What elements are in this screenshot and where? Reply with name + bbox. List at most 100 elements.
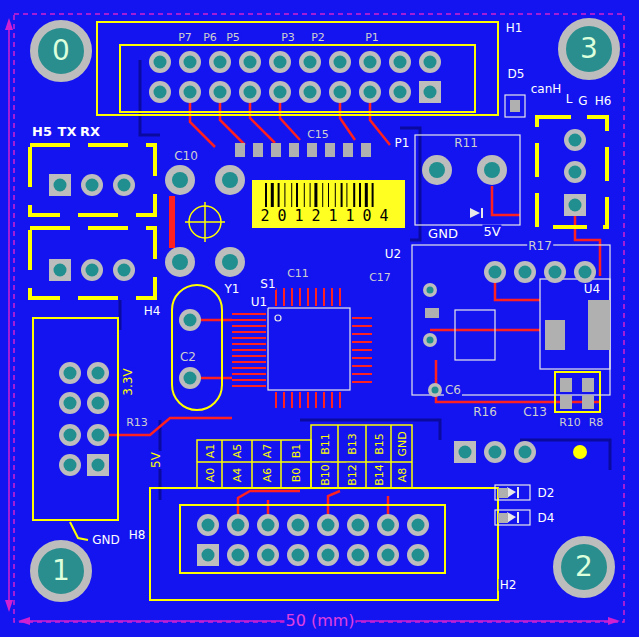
silkscreen-label: RX	[79, 125, 101, 138]
through-hole-pads	[87, 392, 109, 414]
barcode-bar	[291, 183, 292, 207]
smd-pads	[325, 143, 335, 157]
dimension-arrows	[608, 617, 620, 625]
through-hole-pads	[544, 261, 566, 283]
silkscreen-label: H6	[594, 95, 613, 107]
through-hole-pads	[209, 81, 231, 103]
silkscreen-label: U1	[250, 296, 268, 308]
through-hole-pads	[329, 51, 351, 73]
silkscreen-label: R13	[125, 417, 149, 428]
pin-label: A6	[261, 467, 272, 484]
through-hole-pads	[49, 259, 71, 281]
pin-label: A7	[261, 443, 272, 460]
pin-label: 5V	[150, 451, 162, 469]
silkscreen-label: U4	[583, 283, 601, 295]
through-hole-pads	[514, 261, 536, 283]
barcode-bar	[314, 183, 317, 207]
copper-pad	[545, 320, 565, 350]
hole-number: 1	[52, 557, 70, 585]
top-traces	[267, 500, 270, 514]
component-outline	[540, 279, 610, 369]
through-hole-pads	[215, 165, 245, 195]
through-hole-pads	[407, 514, 429, 536]
silkscreen-label: D4	[537, 512, 556, 524]
smd-pads	[271, 143, 281, 157]
top-traces	[232, 314, 266, 386]
through-hole-pads	[389, 81, 411, 103]
silkscreen-outline	[30, 145, 155, 215]
silkscreen-label: C15	[306, 129, 330, 140]
smd-pads	[361, 143, 371, 157]
silkscreen-outline	[537, 117, 607, 227]
serial-number: 20121104	[258, 207, 399, 225]
through-hole-pads	[477, 155, 507, 185]
silkscreen-outline	[120, 45, 475, 112]
pin-one-dot	[573, 445, 587, 459]
top-traces	[201, 377, 232, 380]
through-hole-pads	[514, 441, 536, 463]
pin-label: B12	[347, 463, 358, 487]
silkscreen-label: H1	[505, 22, 524, 34]
dimension-arrows	[5, 600, 13, 612]
copper-pad	[560, 395, 572, 409]
hole-number: 3	[580, 35, 598, 63]
barcode-bar	[340, 183, 342, 207]
silkscreen-label: C10	[173, 150, 199, 162]
pin-label: A0	[204, 467, 215, 484]
through-hole-pads	[423, 333, 437, 347]
silkscreen-label: C17	[368, 272, 392, 283]
dimension-arrows	[18, 617, 30, 625]
silkscreen-label: H8	[128, 529, 147, 541]
through-hole-pads	[59, 362, 81, 384]
component-outline	[412, 245, 610, 395]
through-hole-pads	[179, 51, 201, 73]
diode-symbol	[517, 487, 519, 498]
through-hole-pads	[287, 544, 309, 566]
component-outline	[505, 95, 525, 117]
component-outline	[455, 310, 495, 360]
copper-pad	[588, 300, 610, 350]
silkscreen-label: canH	[530, 83, 563, 95]
top-traces	[109, 92, 600, 514]
silkscreen-label: 5V	[482, 225, 501, 238]
smd-pads	[343, 143, 353, 157]
through-hole-pads	[359, 81, 381, 103]
silkscreen-label: C11	[286, 268, 310, 279]
copper-pad	[582, 395, 594, 409]
mounting-hole: 3	[558, 18, 620, 80]
top-traces	[238, 491, 300, 514]
pin-label: B0	[291, 467, 302, 484]
through-hole-pads	[422, 155, 452, 185]
silkscreen-label: L	[565, 93, 574, 105]
silkscreen-label: C6	[444, 384, 462, 396]
silkscreen-outline	[311, 425, 412, 488]
silkscreen-outline	[197, 440, 311, 488]
through-hole-pads	[59, 424, 81, 446]
mounting-hole: 1	[30, 540, 92, 602]
through-hole-pads	[227, 544, 249, 566]
barcode-bar	[303, 183, 304, 207]
silkscreen-label: 50 (mm)	[284, 613, 355, 629]
silkscreen-label: D5	[507, 68, 526, 80]
barcode-bar	[346, 183, 347, 207]
silkscreen-label: P1	[394, 137, 411, 149]
pin-label: A5	[232, 443, 243, 460]
silkscreen-label: U2	[384, 248, 402, 260]
through-hole-pads	[419, 81, 441, 103]
through-hole-pads	[317, 544, 339, 566]
through-hole-pads	[299, 51, 321, 73]
smd-pads	[235, 143, 371, 157]
silkscreen-label: H5	[31, 125, 53, 138]
through-hole-pads	[317, 514, 339, 536]
through-hole-pads	[59, 392, 81, 414]
through-hole-pads	[389, 51, 411, 73]
silkscreen-label: H2	[499, 579, 518, 591]
pin-label: B1	[291, 443, 302, 460]
through-hole-pads	[113, 174, 135, 196]
barcode-bar	[371, 183, 373, 207]
top-traces	[492, 186, 520, 215]
pin-label: 3.3V	[122, 367, 134, 396]
copper-pad	[425, 308, 439, 318]
silkscreen-label: C13	[522, 406, 548, 418]
through-hole-pads	[179, 81, 201, 103]
